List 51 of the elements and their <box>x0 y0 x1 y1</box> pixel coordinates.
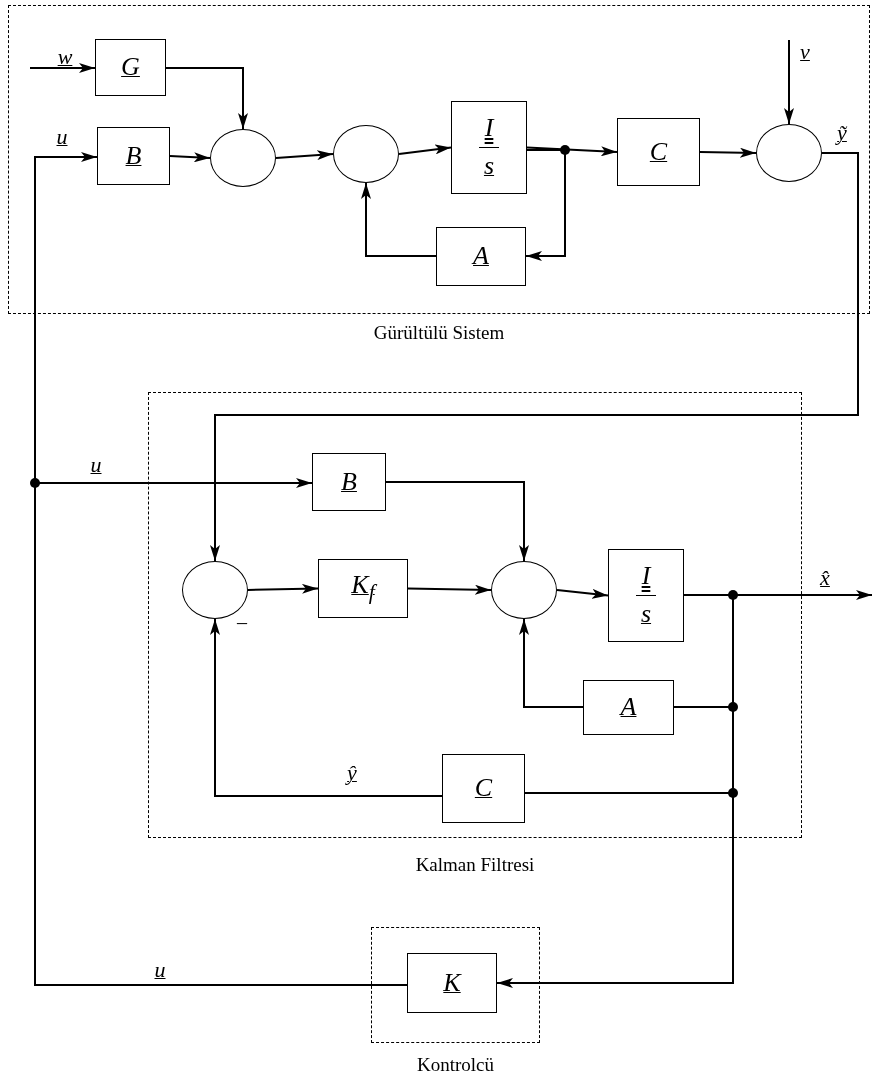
group-label: Kontrolcü <box>415 1054 495 1076</box>
signal-arrow <box>275 150 334 161</box>
signal-arrow <box>407 584 492 595</box>
signal-arrow <box>525 149 566 261</box>
block <box>407 953 497 1013</box>
signal-arrow <box>210 618 443 797</box>
block <box>436 227 526 286</box>
signal-arrow <box>519 618 584 708</box>
signal-label: x̂ <box>820 565 830 591</box>
group-label: Kalman Filtresi <box>414 854 536 876</box>
signal-label: u <box>90 452 102 478</box>
block <box>95 39 166 96</box>
signal-arrow <box>169 152 211 163</box>
block-symbol: C <box>649 137 668 167</box>
block-symbol: A <box>620 693 637 722</box>
block <box>451 101 527 194</box>
signal-label: u <box>56 124 68 150</box>
signal-arrow <box>361 182 437 257</box>
signal-label: v <box>800 39 810 65</box>
block-symbol: B <box>125 141 142 171</box>
block <box>608 549 684 642</box>
block <box>97 127 170 185</box>
signal-arrow <box>165 67 248 130</box>
signal-arrow <box>556 588 609 599</box>
signal-arrow <box>398 144 452 155</box>
block-symbol: s <box>640 600 652 629</box>
signal-arrow <box>699 147 757 158</box>
block <box>617 118 700 186</box>
block-symbol: s <box>483 152 495 181</box>
block-symbol: K <box>443 968 461 998</box>
signal-label: ŷ <box>347 760 357 786</box>
block-symbol: A <box>473 242 489 271</box>
signal-arrow <box>385 481 529 562</box>
block <box>442 754 525 823</box>
block-symbol: B <box>341 467 357 497</box>
signal-arrow <box>247 583 319 594</box>
minus-sign: – <box>237 610 247 634</box>
block-symbol: C <box>474 774 493 803</box>
signal-arrow <box>784 39 794 125</box>
block <box>318 559 408 618</box>
signal-arrow <box>210 152 859 562</box>
signal-label: ỹ <box>837 120 847 146</box>
signal-arrow <box>29 63 96 73</box>
block-symbol: G <box>121 53 140 82</box>
group-label: Gürültülü Sistem <box>372 322 506 344</box>
block <box>583 680 674 735</box>
block-symbol: K$_{f}$ <box>351 571 375 606</box>
signal-label: w <box>57 44 73 70</box>
signal-label: u <box>154 957 166 983</box>
block <box>312 453 386 511</box>
signal-arrow <box>526 146 618 157</box>
